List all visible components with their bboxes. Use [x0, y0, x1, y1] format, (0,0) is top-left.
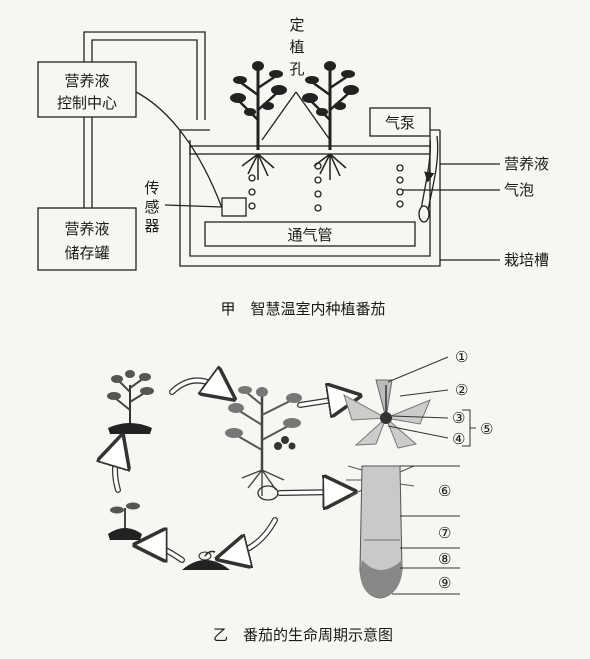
label-sensor-2: 感: [144, 198, 159, 216]
label-planting-hole-2: 植: [289, 38, 304, 56]
label-aeration-tube: 通气管: [287, 226, 332, 244]
marker-1: ①: [455, 348, 468, 366]
figure-a: [37, 31, 500, 271]
marker-2: ②: [455, 381, 468, 399]
label-storage-tank-2: 储存罐: [64, 244, 109, 262]
label-storage-tank-1: 营养液: [64, 220, 109, 238]
marker-5: ⑤: [480, 420, 493, 438]
loop-pipe: [83, 31, 206, 120]
sensor-wire: [135, 91, 223, 209]
mature-tomato-plant: [225, 386, 302, 501]
tomato-seedling-right: [302, 61, 359, 180]
loop-pipe-inner: [91, 39, 198, 120]
connector-pipe: [83, 116, 93, 208]
tomato-flower: [343, 379, 431, 449]
label-control-center-2: 控制中心: [57, 94, 117, 112]
label-planting-hole-3: 孔: [289, 60, 304, 78]
marker-8: ⑧: [438, 550, 451, 568]
root-tip: [346, 465, 415, 599]
cycle-arrow-2: [229, 517, 278, 558]
bubble-columns: [248, 162, 404, 212]
tomato-seedling-left: [230, 61, 287, 180]
label-sensor-3: 器: [144, 217, 159, 235]
figure-b: [107, 356, 476, 599]
air-pump-box: [369, 107, 431, 137]
tank-outer: [179, 130, 441, 267]
marker-3: ③: [452, 409, 465, 427]
caption-figure-b: 乙 番茄的生命周期示意图: [213, 626, 393, 644]
storage-tank-box: [37, 207, 137, 271]
caption-figure-a: 甲 智慧温室内种植番茄: [220, 300, 385, 318]
marker-4: ④: [452, 430, 465, 448]
root-zone-lines: [392, 465, 460, 595]
marker-9: ⑨: [438, 574, 451, 592]
sprout: [108, 502, 142, 540]
label-planting-hole-1: 定: [289, 16, 304, 34]
aeration-tube-box: [204, 221, 416, 247]
germinating-seed: [182, 550, 230, 570]
label-bubbles: 气泡: [504, 181, 534, 199]
sensor-box: [221, 197, 247, 217]
label-nutrient-solution: 营养液: [504, 155, 549, 173]
control-center-box: [37, 61, 137, 118]
float-board: [189, 145, 431, 155]
young-plant: [107, 370, 154, 434]
label-sensor-1: 传: [144, 179, 159, 197]
label-control-center-1: 营养液: [64, 72, 109, 90]
air-stone: [418, 205, 430, 223]
label-air-pump: 气泵: [385, 114, 415, 132]
marker-7: ⑦: [438, 524, 451, 542]
marker-6: ⑥: [438, 482, 451, 500]
label-cultivation-tank: 栽培槽: [504, 251, 549, 269]
